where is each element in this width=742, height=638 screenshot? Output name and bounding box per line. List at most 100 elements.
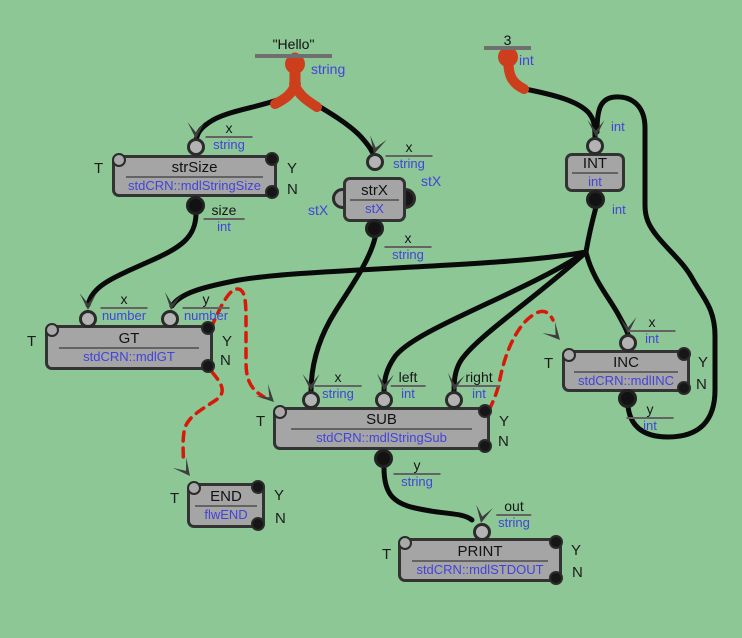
strsize-no-label: N [287, 181, 298, 198]
strsize-input-x[interactable] [187, 138, 205, 156]
node-strx[interactable]: strX stX [343, 177, 406, 222]
print-t-label: T [382, 546, 392, 563]
inc-yes-port[interactable] [677, 347, 691, 361]
strsize-no-port[interactable] [265, 185, 279, 199]
strx-input-x-label: x string [385, 139, 433, 172]
sub-yes-label: Y [499, 413, 510, 430]
inc-t-port[interactable] [562, 348, 576, 362]
strx-output-x-label: x string [384, 230, 432, 263]
strsize-yes-label: Y [287, 160, 298, 177]
sub-output-y-label: y string [393, 457, 441, 490]
wire-sub-y-to-print-out[interactable] [381, 465, 475, 523]
wire-int-out-to-sub-left[interactable] [381, 249, 589, 395]
print-input-out-label: out string [496, 498, 532, 531]
node-title: PRINT [412, 543, 548, 562]
int-input[interactable] [586, 137, 604, 155]
literal-hello-pin[interactable] [285, 54, 305, 74]
gt-input-y[interactable] [161, 310, 179, 328]
literal-3-type: int [519, 52, 534, 68]
gt-input-x-label: x number [100, 291, 148, 324]
inc-t-label: T [544, 355, 554, 372]
wire-3-to-int-in[interactable] [517, 85, 598, 141]
sub-output-y[interactable] [374, 449, 393, 468]
literal-hello-bar [255, 54, 332, 58]
strsize-input-x-label: x string [205, 120, 253, 153]
inc-yes-label: Y [698, 354, 709, 371]
strx-right-var-label: stX [421, 173, 442, 189]
node-title: GT [59, 330, 199, 350]
node-module: stdCRN::mdlGT [83, 349, 175, 365]
wire-int-out-to-sub-right[interactable] [451, 249, 589, 395]
gt-input-y-label: y number [182, 291, 230, 324]
node-title: strSize [126, 159, 263, 178]
wire-strsize-size-to-gt-x[interactable] [85, 210, 199, 308]
node-inc[interactable]: INC stdCRN::mdlINC [562, 350, 690, 392]
strsize-output-size[interactable] [186, 196, 205, 215]
node-module: stdCRN::mdlStringSub [316, 430, 447, 446]
node-module: stdCRN::mdlSTDOUT [416, 561, 544, 577]
end-yes-label: Y [274, 487, 285, 504]
literal-hello-value[interactable]: "Hello" [272, 36, 315, 52]
end-t-port[interactable] [187, 481, 201, 495]
wire-int-out-to-gt-y[interactable] [169, 249, 589, 309]
strsize-t-port[interactable] [112, 153, 126, 167]
sub-no-label: N [498, 433, 509, 450]
gt-no-label: N [220, 352, 231, 369]
strx-input-x[interactable] [366, 153, 384, 171]
end-yes-port[interactable] [251, 480, 265, 494]
sub-input-left-label: left int [390, 369, 426, 402]
inc-input-x-label: x int [628, 314, 676, 347]
print-no-label: N [572, 564, 583, 581]
literal-hello-arm-right [289, 79, 322, 112]
sub-yes-port[interactable] [478, 404, 492, 418]
node-strsize[interactable]: strSize stdCRN::mdlStringSize [112, 155, 277, 197]
sub-input-left[interactable] [375, 391, 393, 409]
sub-input-right[interactable] [445, 391, 463, 409]
node-gt[interactable]: GT stdCRN::mdlGT [45, 325, 213, 370]
strx-output-x[interactable] [365, 219, 384, 238]
print-no-port[interactable] [549, 571, 563, 585]
end-no-label: N [275, 510, 286, 527]
print-input-out[interactable] [473, 523, 491, 541]
inc-no-port[interactable] [677, 381, 691, 395]
gt-t-label: T [27, 333, 37, 350]
node-int[interactable]: INT int [565, 153, 625, 192]
node-sub[interactable]: SUB stdCRN::mdlStringSub [273, 407, 490, 450]
inc-input-x[interactable] [619, 334, 637, 352]
node-module: int [588, 174, 602, 190]
gt-t-port[interactable] [45, 323, 59, 337]
node-module: stdCRN::mdlINC [577, 372, 675, 388]
strsize-output-size-label: size int [203, 202, 245, 235]
wire-int-out-to-inc-x[interactable] [583, 249, 631, 338]
end-t-label: T [170, 490, 180, 507]
node-print[interactable]: PRINT stdCRN::mdlSTDOUT [398, 538, 562, 582]
inc-output-y-label: y int [626, 401, 674, 434]
wire-strx-out-to-sub-x[interactable] [308, 235, 378, 395]
sub-t-port[interactable] [273, 405, 287, 419]
sub-input-x[interactable] [302, 391, 320, 409]
inc-output-y[interactable] [618, 389, 637, 408]
gt-input-x[interactable] [79, 310, 97, 328]
arrowheads [79, 120, 637, 523]
strsize-yes-port[interactable] [265, 152, 279, 166]
print-t-port[interactable] [398, 536, 412, 550]
print-yes-port[interactable] [549, 535, 563, 549]
end-no-port[interactable] [251, 517, 265, 531]
flow-sub-yes-to-inc-t[interactable] [487, 309, 555, 412]
literal-3-value[interactable]: 3 [503, 32, 512, 48]
flow-gt-yes-to-sub-t[interactable] [209, 287, 266, 399]
int-input-label: int [611, 119, 625, 134]
node-title: INT [571, 155, 619, 175]
wire-int-out-trunk[interactable] [583, 204, 599, 255]
wire-inc-y-to-int-in[interactable] [594, 94, 718, 440]
sub-no-port[interactable] [478, 439, 492, 453]
gt-no-port[interactable] [201, 359, 215, 373]
int-output[interactable] [586, 190, 605, 209]
literal-3-pin[interactable] [498, 47, 518, 67]
flow-gt-no-to-end-t[interactable] [181, 370, 224, 464]
gt-yes-port[interactable] [201, 321, 215, 335]
node-module: stdCRN::mdlStringSize [128, 177, 261, 193]
int-output-label: int [612, 202, 626, 217]
